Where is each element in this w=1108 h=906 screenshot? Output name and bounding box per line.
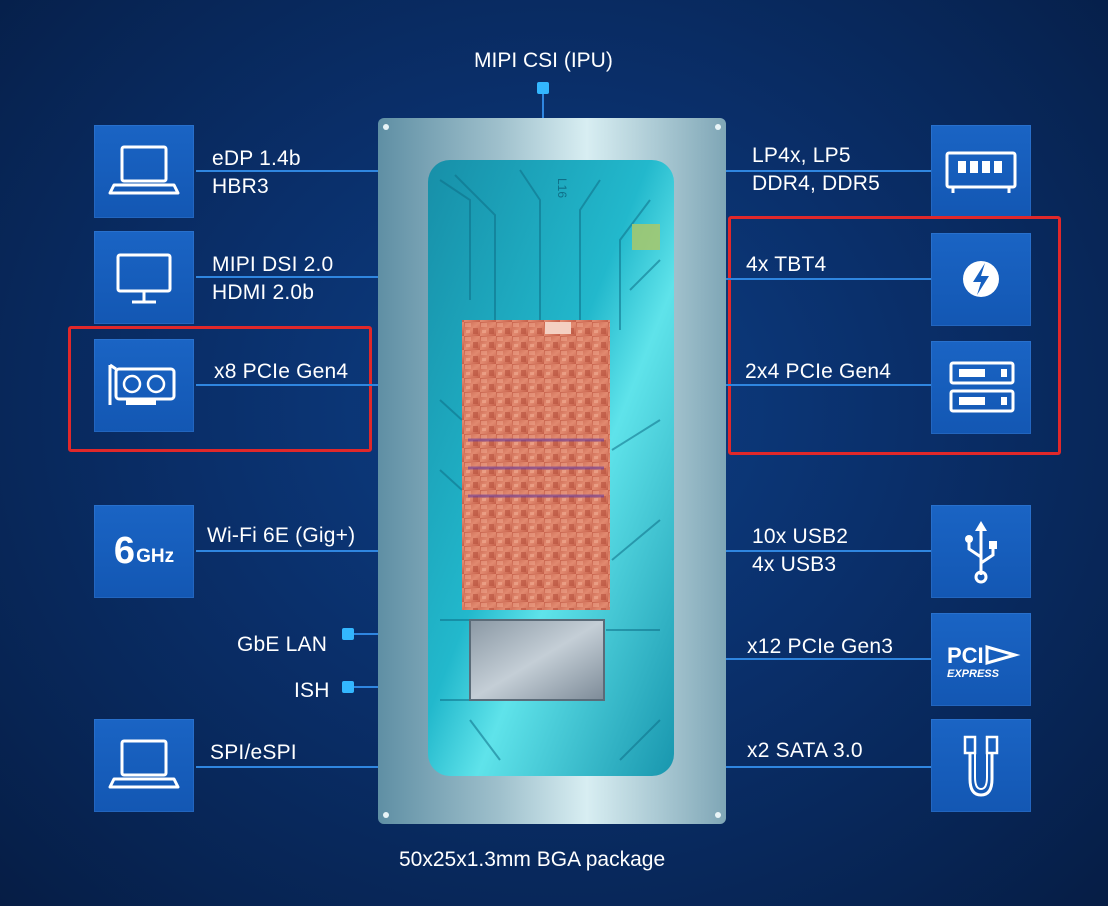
connector-line-ish	[354, 686, 378, 688]
connector-line-gbe	[354, 633, 378, 635]
laptop-icon	[108, 739, 180, 789]
connector-line-pcie-gen4-right	[726, 384, 931, 386]
thunderbolt-icon	[963, 261, 999, 297]
graphics-card-icon	[108, 363, 176, 405]
memory-module-icon	[945, 151, 1017, 193]
thunderbolt-box	[931, 233, 1031, 326]
connector-node-ish	[342, 681, 354, 693]
wifi-label: Wi-Fi 6E (Gig+)	[207, 524, 356, 547]
highlight-box-right	[728, 216, 1061, 455]
connector-line-pcie-gen3	[726, 658, 931, 660]
connector-line-sata	[726, 766, 931, 768]
pcie-gen3-label: x12 PCIe Gen3	[747, 635, 894, 658]
tbt-label: 4x TBT4	[746, 253, 827, 276]
connector-line-mipi-csi	[542, 92, 544, 118]
connector-line-edp	[196, 170, 378, 172]
svg-text:L16: L16	[555, 178, 569, 198]
connector-line-dsi	[196, 276, 378, 278]
connector-line-spi	[196, 766, 378, 768]
laptop-icon	[108, 145, 180, 195]
gbe-lan-label: GbE LAN	[237, 633, 328, 656]
package-size-label: 50x25x1.3mm BGA package	[399, 848, 666, 871]
ssd-box	[931, 341, 1031, 434]
usb-icon	[965, 521, 997, 584]
pcie-gen4-left-label: x8 PCIe Gen4	[214, 360, 349, 383]
connector-line-usb	[726, 550, 931, 552]
spi-label: SPI/eSPI	[210, 741, 297, 764]
pci-express-box: PCI EXPRESS	[931, 613, 1031, 706]
ish-label: ISH	[294, 679, 330, 702]
display-port-box	[94, 125, 194, 218]
svg-text:EXPRESS: EXPRESS	[947, 668, 1000, 680]
connector-line-memory	[726, 170, 931, 172]
svg-text:PCI: PCI	[947, 643, 984, 668]
graphics-box	[94, 339, 194, 432]
memory-box	[931, 125, 1031, 218]
nvme-ssd-icon	[949, 361, 1015, 413]
pci-express-icon: PCI EXPRESS	[947, 643, 1021, 680]
sata-cable-icon	[963, 735, 999, 797]
sata-box	[931, 719, 1031, 812]
highlight-box-left	[68, 326, 372, 452]
sata-label: x2 SATA 3.0	[747, 739, 863, 762]
pcie-gen4-right-label: 2x4 PCIe Gen4	[745, 360, 892, 383]
usb-box	[931, 505, 1031, 598]
connector-line-pcie-gen4-left	[196, 384, 378, 386]
display-output-box	[94, 231, 194, 324]
mipi-csi-label: MIPI CSI (IPU)	[474, 49, 613, 72]
connector-line-tbt	[726, 278, 931, 280]
monitor-icon	[116, 253, 172, 304]
connector-node-gbe	[342, 628, 354, 640]
connector-node-mipi-csi	[537, 82, 549, 94]
connector-line-wifi	[196, 550, 378, 552]
spi-box	[94, 719, 194, 812]
